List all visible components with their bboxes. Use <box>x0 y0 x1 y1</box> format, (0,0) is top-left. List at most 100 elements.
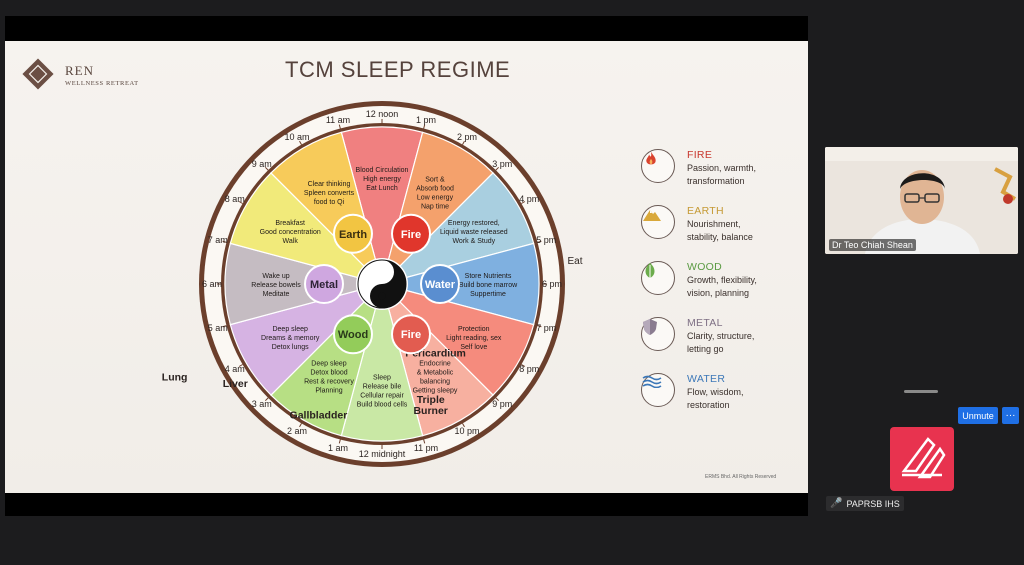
participant-label: 🎤 PAPRSB IHS <box>826 496 904 511</box>
hour-label: 3 am <box>252 399 272 409</box>
hour-tick <box>299 423 302 428</box>
hour-label: 7 pm <box>536 323 556 333</box>
element-badge: Earth <box>333 213 373 254</box>
unmute-button[interactable]: Unmute <box>958 407 998 424</box>
speaker-video-tile[interactable]: Global Research Webinar Series 2025 — Br… <box>825 147 1018 254</box>
svg-text:Energy restored,: Energy restored, <box>448 220 500 227</box>
hour-label: 10 am <box>284 132 309 142</box>
hour-label: 8 am <box>225 194 245 204</box>
svg-text:Store Nutrients: Store Nutrients <box>465 273 512 280</box>
hour-label: 1 am <box>328 443 348 453</box>
svg-text:Detox blood: Detox blood <box>310 369 347 376</box>
svg-text:Spleen converts: Spleen converts <box>304 190 355 197</box>
organ-label: Gallbladder <box>290 409 348 421</box>
hour-tick <box>521 364 526 367</box>
svg-text:Getting sleepy: Getting sleepy <box>413 387 458 394</box>
svg-text:Work & Study: Work & Study <box>452 238 495 245</box>
brand-logo-text: REN WELLNESS RETREAT <box>65 63 139 87</box>
element-badge: Metal <box>304 264 344 304</box>
hour-label: 6 am <box>202 279 222 289</box>
hour-label: 5 pm <box>536 235 556 245</box>
hour-tick <box>537 240 542 243</box>
hour-tick <box>238 364 243 367</box>
svg-text:Endocrine: Endocrine <box>419 360 451 367</box>
organ-label: Burner <box>413 405 447 417</box>
svg-text:Sort &: Sort & <box>425 177 445 184</box>
svg-text:Eat Lunch: Eat Lunch <box>366 185 398 192</box>
panel-resize-handle[interactable] <box>904 390 938 393</box>
svg-text:Release bile: Release bile <box>363 384 402 391</box>
hour-tick <box>299 140 302 145</box>
legend-desc: Growth, flexibility,vision, planning <box>687 275 757 298</box>
svg-text:Meditate: Meditate <box>263 291 290 298</box>
copyright-text: ERMS Bhd. All Rights Reserved <box>705 474 777 480</box>
participant-avatar[interactable] <box>890 427 954 491</box>
svg-text:Blood Circulation: Blood Circulation <box>356 167 409 174</box>
svg-text:Dreams & memory: Dreams & memory <box>261 335 320 342</box>
hour-label: 3 pm <box>492 159 512 169</box>
legend-title: WATER <box>687 373 726 385</box>
hour-label: 9 am <box>252 159 272 169</box>
yin-yang-icon <box>356 258 408 310</box>
brand-name: REN <box>65 63 94 78</box>
hour-label: 6 pm <box>542 279 562 289</box>
hour-tick <box>495 397 500 402</box>
shield-icon <box>641 317 675 351</box>
svg-text:Release bowels: Release bowels <box>251 282 301 289</box>
hour-label: 8 pm <box>519 364 539 374</box>
svg-text:Rest & recovery: Rest & recovery <box>304 378 354 385</box>
legend-title: WOOD <box>687 261 723 273</box>
svg-text:Deep sleep: Deep sleep <box>311 360 347 367</box>
svg-text:Self love: Self love <box>460 344 487 351</box>
hour-tick <box>238 201 243 204</box>
hour-tick <box>338 439 341 444</box>
svg-text:Wood: Wood <box>338 329 368 341</box>
svg-text:Wake up: Wake up <box>262 273 289 280</box>
svg-text:Walk: Walk <box>283 238 299 245</box>
legend-title: METAL <box>687 317 723 329</box>
hour-label: 5 am <box>208 323 228 333</box>
participant-logo <box>901 437 946 479</box>
svg-text:Planning: Planning <box>315 387 342 394</box>
speaker-silhouette <box>825 147 1018 254</box>
eat-label: Eat <box>567 256 582 267</box>
svg-text:Light reading, sex: Light reading, sex <box>446 335 502 342</box>
svg-text:Good concentration: Good concentration <box>260 229 321 236</box>
svg-text:Build blood cells: Build blood cells <box>357 402 408 409</box>
svg-text:Low energy: Low energy <box>417 195 454 202</box>
more-options-icon[interactable]: ··· <box>1002 407 1019 424</box>
svg-text:Clear thinking: Clear thinking <box>308 181 351 188</box>
slide-title: TCM SLEEP REGIME <box>285 57 511 82</box>
svg-text:Suppertime: Suppertime <box>470 291 506 298</box>
svg-text:Protection: Protection <box>458 326 490 333</box>
hour-tick <box>423 124 426 129</box>
legend-title: FIRE <box>687 149 713 161</box>
hour-label: 4 pm <box>519 194 539 204</box>
muted-mic-icon: 🎤 <box>830 498 843 509</box>
hour-tick <box>338 124 341 129</box>
svg-text:Deep sleep: Deep sleep <box>272 326 308 333</box>
svg-text:Fire: Fire <box>401 329 421 341</box>
organ-label: Triple <box>417 394 445 406</box>
hour-tick <box>537 325 542 328</box>
hour-label: 2 am <box>287 426 307 436</box>
hour-label: 12 noon <box>366 109 399 119</box>
svg-text:& Metabolic: & Metabolic <box>417 369 454 376</box>
svg-text:food to Qi: food to Qi <box>314 199 345 206</box>
brand-subtitle: WELLNESS RETREAT <box>65 80 139 87</box>
hour-label: 7 am <box>208 235 228 245</box>
element-badge: Wood <box>333 314 373 355</box>
hour-tick <box>462 423 465 428</box>
hour-label: 1 pm <box>416 115 436 125</box>
